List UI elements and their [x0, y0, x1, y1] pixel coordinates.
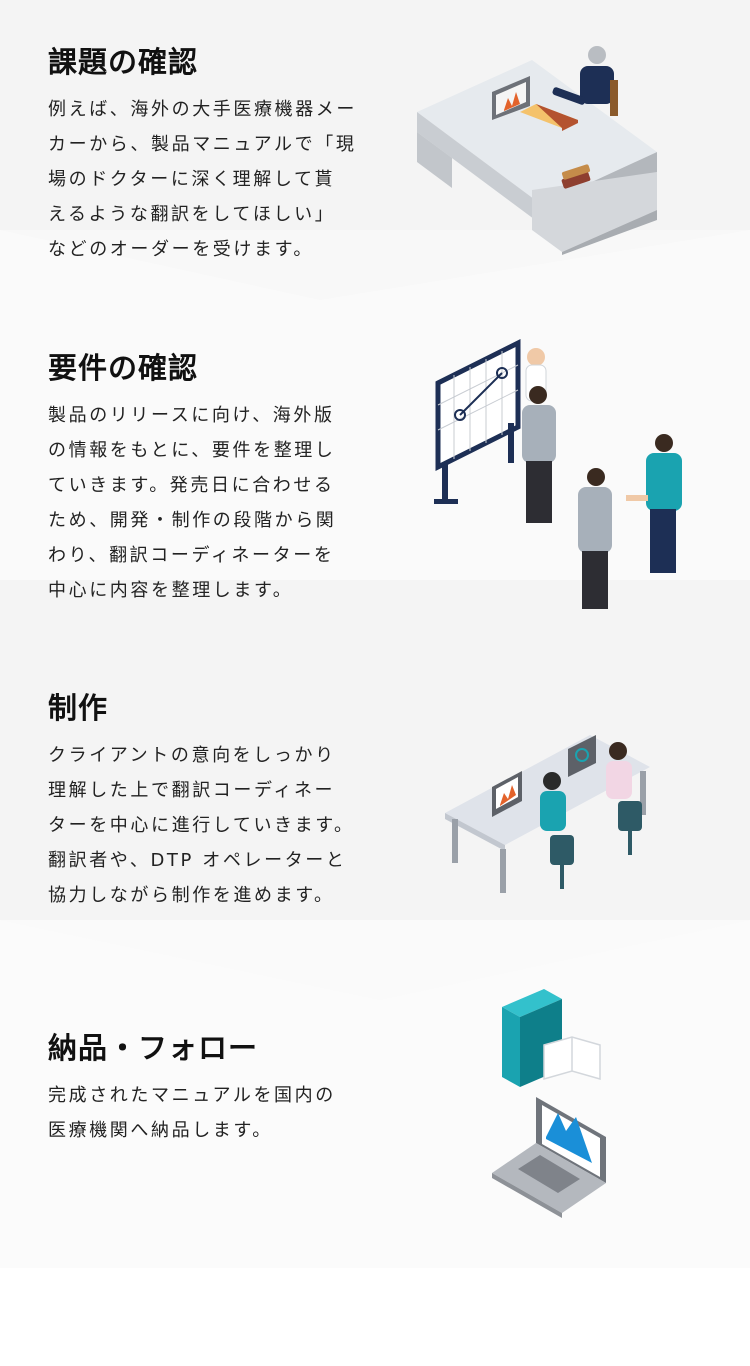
step-title: 要件の確認: [48, 351, 199, 385]
step-title: 制作: [48, 691, 109, 725]
step-description: 製品のリリースに向け、海外版 の情報をもとに、要件を整理し ていきます。発売日に…: [48, 405, 337, 601]
step-issue-confirmation: 課題の確認 例えば、海外の大手医療機器メー カーから、製品マニュアルで「現 場の…: [48, 44, 383, 267]
step-title: 課題の確認: [48, 45, 199, 79]
workstation-team-icon: [445, 735, 650, 893]
meeting-desk-icon: [417, 46, 657, 255]
step-description: 例えば、海外の大手医療機器メー カーから、製品マニュアルで「現 場のドクターに深…: [48, 99, 357, 260]
step-title: 納品・フォロー: [48, 1031, 259, 1065]
step-production: 制作 クライアントの意向をしっかり 理解した上で翻訳コーディネー ターを中心に進…: [48, 690, 383, 913]
manual-laptop-icon: [492, 989, 606, 1218]
step-description: 完成されたマニュアルを国内の 医療機関へ納品します。: [48, 1085, 336, 1141]
step-requirement-confirmation: 要件の確認 製品のリリースに向け、海外版 の情報をもとに、要件を整理し ていきま…: [48, 350, 383, 608]
step-delivery-follow-up: 納品・フォロー 完成されたマニュアルを国内の 医療機関へ納品します。: [48, 1030, 383, 1148]
whiteboard-team-icon: [434, 338, 682, 609]
step-description: クライアントの意向をしっかり 理解した上で翻訳コーディネー ターを中心に進行して…: [48, 745, 355, 906]
